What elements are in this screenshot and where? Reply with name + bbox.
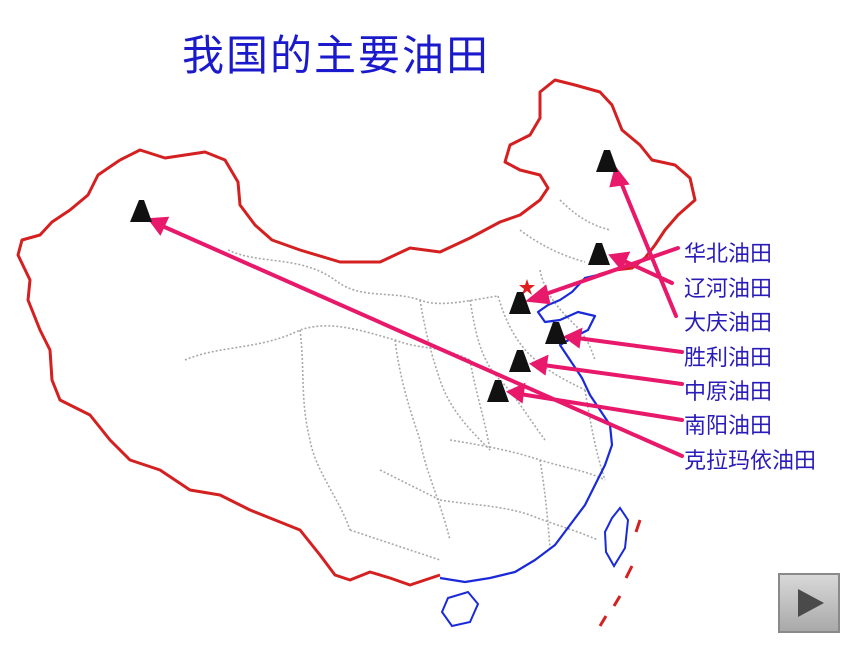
taiwan-island: [603, 506, 630, 568]
coastline: [439, 273, 614, 584]
oil-derrick-icon: [588, 243, 610, 265]
page-title: 我国的主要油田: [182, 31, 491, 80]
oil-derrick-icon: [545, 322, 567, 344]
oil-derrick-icon: [509, 350, 531, 372]
oil-derrick-icon: [509, 292, 531, 314]
arrows: [147, 165, 684, 458]
hainan-island: [440, 590, 480, 628]
label-daqing-oilfield: 大庆油田: [684, 311, 773, 336]
next-slide-button[interactable]: [778, 573, 840, 633]
sea-boundary: [598, 519, 642, 627]
label-zhongyuan-oilfield: 中原油田: [684, 380, 773, 405]
label-nanyang-oilfield: 南阳油田: [684, 414, 773, 439]
oil-derrick-icon: [130, 200, 152, 222]
play-triangle-icon: [798, 589, 824, 617]
label-karamay-oilfield: 克拉玛依油田: [684, 449, 817, 474]
province-boundaries: [184, 199, 611, 561]
land-border: [16, 78, 697, 587]
beijing-star-icon: [519, 279, 535, 295]
label-huabei-oilfield: 华北油田: [684, 242, 773, 267]
label-shengli-oilfield: 胜利油田: [684, 346, 773, 371]
label-liaohe-oilfield: 辽河油田: [684, 277, 773, 302]
oil-derrick-icon: [596, 150, 618, 172]
oil-derrick-icon: [487, 380, 509, 402]
